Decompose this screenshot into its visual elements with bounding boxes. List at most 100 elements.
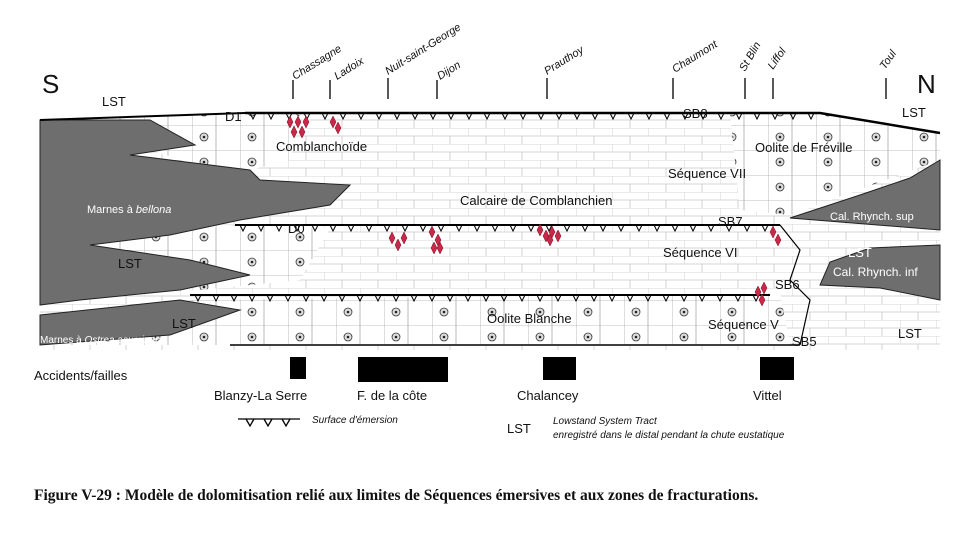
label-cal-rhynch-sup: Cal. Rhynch. sup: [830, 211, 914, 223]
emersion-tick: [329, 224, 337, 233]
emersion-tick: [609, 112, 617, 121]
emersion-tick: [725, 224, 733, 233]
emersion-tick: [249, 112, 257, 121]
legend-emersion: Surface d'émersion: [312, 415, 398, 426]
emersion-tick: [501, 112, 509, 121]
label-oolite-blanche: Oolite Blanche: [487, 311, 572, 326]
emersion-tick: [491, 224, 499, 233]
dolomite-diamond: [400, 231, 408, 245]
fault-block-chalancey: [543, 357, 576, 380]
emersion-tick: [284, 294, 292, 303]
dolomite-diamond: [774, 233, 782, 247]
emersion-tick: [617, 224, 625, 233]
emersion-tick: [807, 112, 815, 121]
emersion-tick: [671, 224, 679, 233]
dolomite-diamond: [329, 115, 337, 129]
emersion-tick: [419, 224, 427, 233]
dolomite-diamond: [436, 241, 444, 255]
emersion-tick: [339, 112, 347, 121]
emersion-tick: [545, 224, 553, 233]
label-comblanchoide: Comblanchoïde: [276, 139, 367, 154]
marnes-ostrea-prefix: Marnes à: [40, 335, 84, 346]
emersion-tick: [393, 112, 401, 121]
emersion-tick: [644, 294, 652, 303]
dolomite-diamond: [760, 281, 768, 295]
dolomite-diamond: [754, 285, 762, 299]
emersion-tick: [627, 112, 635, 121]
emersion-tick: [573, 112, 581, 121]
emersion-tick: [527, 224, 535, 233]
emersion-tick: [267, 112, 275, 121]
emersion-tick: [392, 294, 400, 303]
dolomite-diamond: [290, 125, 298, 139]
emersion-tick: [608, 294, 616, 303]
town-chaumont: Chaumont: [670, 38, 720, 76]
emersion-tick: [735, 112, 743, 121]
fault-label-chalancey: Chalancey: [517, 388, 579, 403]
label-cal-rhynch-inf: Cal. Rhynch. inf: [833, 265, 918, 279]
marnes-ostrea-species: Ostrea acuminata: [84, 335, 163, 346]
town-prauthoy: Prauthoy: [542, 43, 587, 77]
emersion-tick: [375, 112, 383, 121]
emersion-tick: [482, 294, 490, 303]
fault-block-vittel: [760, 357, 794, 380]
fault-block-cote: [358, 357, 448, 382]
dolomite-diamond: [428, 225, 436, 239]
dolomitization-model-diagram: S N Chassagne Ladoix Nuit-saint-George D…: [34, 21, 941, 441]
dolomite-diamond: [286, 115, 294, 129]
emersion-tick: [509, 224, 517, 233]
emersion-tick: [645, 112, 653, 121]
emersion-tick: [771, 112, 779, 121]
faults-title: Accidents/failles: [34, 368, 128, 383]
emersion-tick: [483, 112, 491, 121]
emersion-tick: [689, 224, 697, 233]
emersion-tick: [311, 224, 319, 233]
town-liffol: Liffol: [766, 45, 789, 71]
emersion-legend-symbol: [238, 418, 300, 428]
emersion-tick: [635, 224, 643, 233]
emersion-tick: [275, 224, 283, 233]
emersion-tick: [554, 294, 562, 303]
emersion-tick: [239, 224, 247, 233]
emersion-tick: [581, 224, 589, 233]
town-st-blin: St Blin: [737, 40, 763, 74]
emersion-tick: [680, 294, 688, 303]
town-dijon: Dijon: [435, 59, 463, 82]
emersion-tick: [248, 294, 256, 303]
emersion-tick: [338, 294, 346, 303]
emersion-surfaces: [39, 111, 941, 346]
marnes-bellona-species: bellona: [136, 204, 171, 216]
emersion-tick: [662, 294, 670, 303]
emersion-tick: [519, 112, 527, 121]
emersion-tick: [357, 112, 365, 121]
lst-label-bottom-left: LST: [172, 316, 196, 331]
fault-block-blanzy: [290, 357, 306, 379]
label-sequence-vii: Séquence VII: [668, 166, 746, 181]
lst-label-mid-left: LST: [118, 256, 142, 271]
emersion-tick: [194, 294, 202, 303]
emersion-tick: [626, 294, 634, 303]
emersion-tick: [465, 112, 473, 121]
surface-sb8: SB8: [683, 106, 708, 121]
emersion-tick: [753, 112, 761, 121]
surface-sb5: SB5: [792, 334, 817, 349]
lst-label-mid-right: LST: [848, 245, 872, 260]
town-labels: Chassagne Ladoix Nuit-saint-George Dijon…: [290, 21, 899, 99]
emersion-tick: [663, 112, 671, 121]
fault-label-cote: F. de la côte: [357, 388, 427, 403]
emersion-tick: [653, 224, 661, 233]
dolomite-diamond: [769, 225, 777, 239]
dolomite-diamond: [294, 115, 302, 129]
emersion-tick: [717, 112, 725, 121]
emersion-ticks: [194, 112, 815, 303]
dolomite-diamond: [302, 115, 310, 129]
emersion-tick: [356, 294, 364, 303]
emersion-tick: [266, 294, 274, 303]
label-oolite-freville: Oolite de Fréville: [755, 140, 853, 155]
dolomite-diamond: [334, 121, 342, 135]
label-calcaire-comblanchien: Calcaire de Comblanchien: [460, 193, 612, 208]
surface-d1: D1: [225, 109, 242, 124]
emersion-tick: [302, 294, 310, 303]
emersion-tick: [365, 224, 373, 233]
label-sequence-v: Séquence V: [708, 317, 779, 332]
